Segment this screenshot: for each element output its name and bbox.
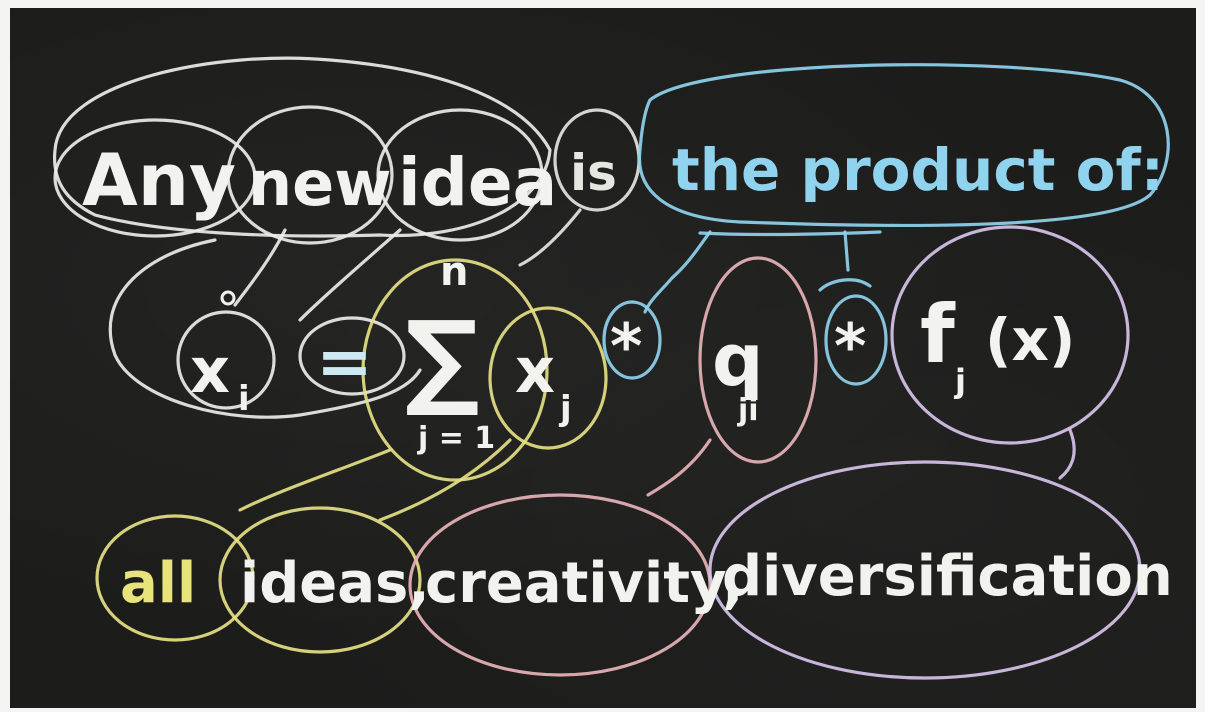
f-letter: f [920,288,956,381]
q-letter: q [712,318,764,402]
bubble-all [95,514,255,642]
phrase-product: the product of: [672,136,1164,204]
chalk-outlines [52,56,1170,680]
x-j-subscript: j [558,389,572,429]
word-new: new [248,147,391,220]
equals-sign: = [316,323,373,402]
x-j-letter: x [515,334,555,407]
word-ideas: ideas, [240,551,430,616]
connector-q [646,438,712,497]
f-argument: (x) [985,306,1075,374]
word-any: Any [82,138,236,222]
connector-1 [233,228,287,307]
bubble-equals [298,316,406,396]
bubble-f [890,225,1130,445]
bubble-sum [361,258,549,482]
q-subscript: ji [737,393,759,428]
x-dot-subscript: i [238,379,250,419]
bubble-product [637,63,1170,228]
bubble-any [53,118,257,238]
sum-symbol: ∑ [405,298,480,420]
times-asterisk-1: * [610,310,642,383]
bracket-top [698,230,882,237]
bubble-times-1 [602,300,662,380]
connector-xj [378,438,512,522]
bubble-x-dot-i [176,310,276,410]
sum-upper-limit: n [440,249,468,295]
word-creativity: creativity, [425,551,743,616]
bubble-diversification [708,460,1142,680]
connector-f [1058,428,1076,480]
connector-is [518,208,582,267]
bubble-any-new-idea-outer [52,56,552,238]
times-asterisk-2: * [834,310,866,383]
word-diversification: diversification [722,544,1173,609]
x-dot-letter: x [190,334,230,407]
connector-sum [238,448,392,512]
f-subscript: j [953,362,966,400]
bubble-times-2 [824,294,888,386]
bubble-q [698,256,818,464]
dot-mark [220,290,236,306]
sum-lower-limit: j = 1 [417,421,495,456]
word-idea: idea [398,144,557,221]
chalk-text: Any new idea is the product of: x i = n … [82,136,1173,616]
bubble-idea [376,108,544,242]
connector-2 [298,228,402,322]
bracket-right [818,230,872,292]
word-is: is [570,144,617,202]
bubble-new [226,105,394,245]
bubble-creativity [408,493,712,677]
bubble-x-j [488,306,608,450]
bracket-left [643,230,712,314]
bubble-ideas [218,506,422,654]
word-all: all [120,551,196,616]
